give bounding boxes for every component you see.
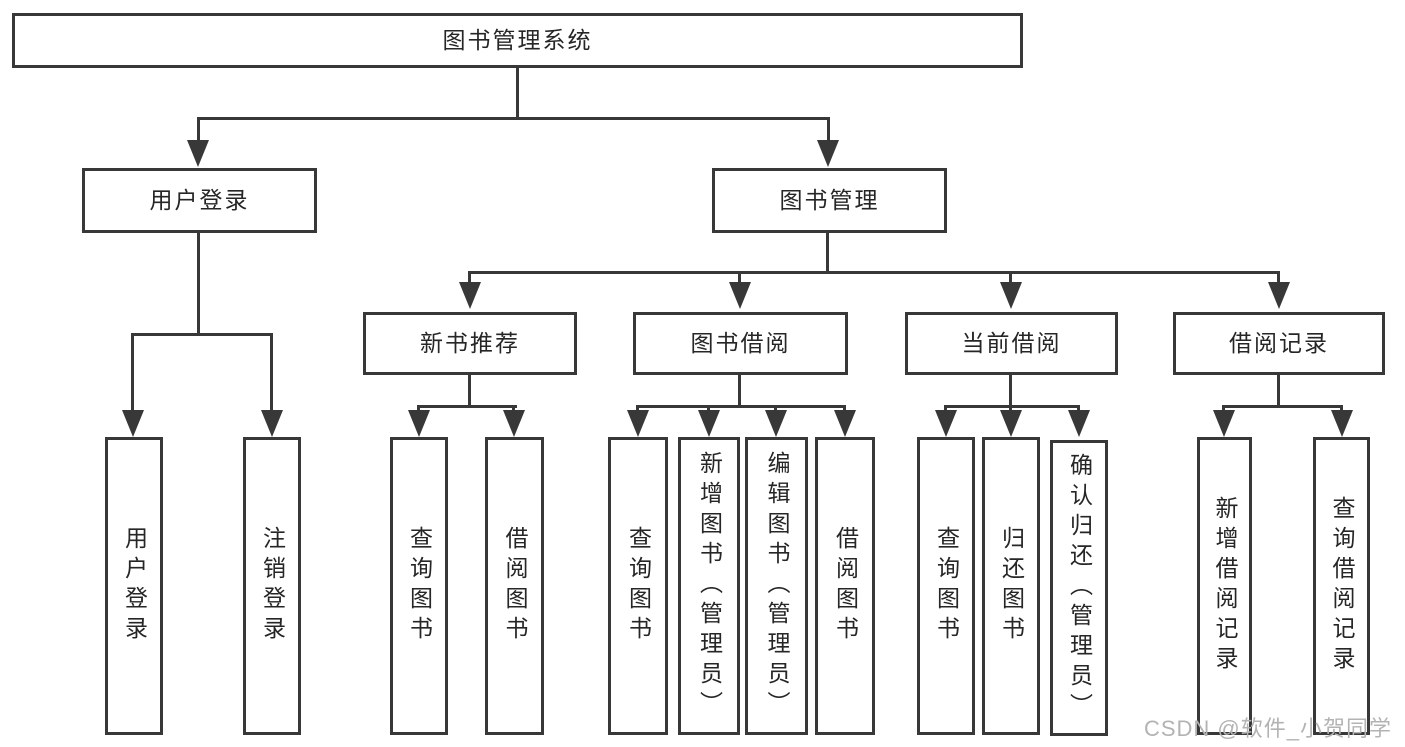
connector-line <box>516 68 519 120</box>
connector-line <box>636 405 639 413</box>
node-label: 当前借阅 <box>961 330 1062 356</box>
node-label: 借阅记录 <box>1229 330 1329 356</box>
node-label: 注销登录 <box>259 526 286 646</box>
arrow-down-icon <box>1268 282 1290 309</box>
node-leaf-logout: 注销登录 <box>243 437 301 735</box>
connector-line <box>131 333 134 413</box>
connector-line <box>1009 271 1012 285</box>
connector-line <box>197 117 200 144</box>
node-label: 借阅图书 <box>502 526 528 646</box>
connector-line <box>417 405 517 408</box>
connector-line <box>1009 405 1012 413</box>
arrow-down-icon <box>1000 410 1022 437</box>
node-label: 查询图书 <box>625 526 652 646</box>
connector-line <box>707 405 710 413</box>
arrow-down-icon <box>1000 282 1022 309</box>
arrow-down-icon <box>459 282 481 309</box>
arrow-down-icon <box>122 410 144 437</box>
node-new-book-rec: 新书推荐 <box>363 312 577 375</box>
node-label: 用户登录 <box>121 526 148 646</box>
arrow-down-icon <box>765 410 787 437</box>
connector-line <box>843 405 846 413</box>
arrow-down-icon <box>503 410 525 437</box>
node-label: 查询借阅记录 <box>1329 496 1355 676</box>
connector-line <box>1277 375 1280 408</box>
arrow-down-icon <box>834 410 856 437</box>
connector-line <box>944 405 1080 408</box>
connector-line <box>1222 405 1225 413</box>
csdn-watermark: CSDN @软件_小贺同学 <box>1143 716 1392 741</box>
arrow-down-icon <box>729 282 751 309</box>
node-root: 图书管理系统 <box>12 13 1023 68</box>
arrow-down-icon <box>817 140 839 167</box>
arrow-down-icon <box>1068 410 1090 437</box>
node-label: 图书管理系统 <box>442 27 593 53</box>
node-current-borrow: 当前借阅 <box>905 312 1118 375</box>
connector-line <box>1222 405 1343 408</box>
arrow-down-icon <box>261 410 283 437</box>
arrow-down-icon <box>935 410 957 437</box>
connector-line <box>738 375 741 408</box>
arrow-down-icon <box>187 140 209 167</box>
node-label: 新增图书（管理员） <box>696 451 723 721</box>
node-leaf-edit-book: 编辑图书（管理员） <box>745 437 808 735</box>
node-borrow-record: 借阅记录 <box>1173 312 1385 375</box>
connector-line <box>827 117 830 144</box>
arrow-down-icon <box>698 410 720 437</box>
node-label: 借阅图书 <box>832 526 859 646</box>
connector-line <box>1009 375 1012 408</box>
connector-line <box>270 333 273 413</box>
connector-line <box>738 271 741 285</box>
connector-line <box>468 271 471 285</box>
node-label: 查询图书 <box>406 526 433 646</box>
node-leaf-query-book-3: 查询图书 <box>917 437 975 735</box>
node-leaf-user-login: 用户登录 <box>105 437 163 735</box>
arrow-down-icon <box>408 410 430 437</box>
node-leaf-return-book: 归还图书 <box>982 437 1040 735</box>
connector-line <box>1077 405 1080 413</box>
node-label: 用户登录 <box>149 187 250 213</box>
node-leaf-confirm-return: 确认归还（管理员） <box>1050 440 1108 736</box>
connector-line <box>197 117 830 120</box>
arrow-down-icon <box>1213 410 1235 437</box>
node-user-login: 用户登录 <box>82 168 317 233</box>
node-leaf-query-book-1: 查询图书 <box>390 437 448 735</box>
arrow-down-icon <box>1331 410 1353 437</box>
node-label: 图书借阅 <box>690 330 791 356</box>
node-book-borrow: 图书借阅 <box>633 312 848 375</box>
node-label: 确认归还（管理员） <box>1066 453 1093 723</box>
node-leaf-add-book: 新增图书（管理员） <box>678 437 740 735</box>
connector-line <box>468 271 1280 274</box>
connector-line <box>417 405 420 413</box>
connector-line <box>826 233 829 274</box>
node-leaf-add-record: 新增借阅记录 <box>1197 437 1252 735</box>
connector-line <box>468 375 471 408</box>
node-leaf-borrow-book-1: 借阅图书 <box>485 437 544 735</box>
connector-line <box>774 405 777 413</box>
arrow-down-icon <box>627 410 649 437</box>
node-leaf-query-record: 查询借阅记录 <box>1313 437 1370 735</box>
node-book-mgmt: 图书管理 <box>712 168 947 233</box>
node-label: 编辑图书（管理员） <box>764 451 790 721</box>
connector-line <box>1277 271 1280 285</box>
node-label: 图书管理 <box>779 187 880 213</box>
connector-line <box>131 333 273 336</box>
connector-line <box>1340 405 1343 413</box>
connector-line <box>512 405 515 413</box>
node-leaf-borrow-book-2: 借阅图书 <box>815 437 875 735</box>
node-leaf-query-book-2: 查询图书 <box>608 437 668 735</box>
connector-line <box>944 405 947 413</box>
connector-line <box>636 405 846 408</box>
node-label: 归还图书 <box>998 526 1025 646</box>
node-label: 新书推荐 <box>420 330 520 356</box>
connector-line <box>197 233 200 336</box>
node-label: 新增借阅记录 <box>1212 496 1238 676</box>
node-label: 查询图书 <box>933 526 960 646</box>
